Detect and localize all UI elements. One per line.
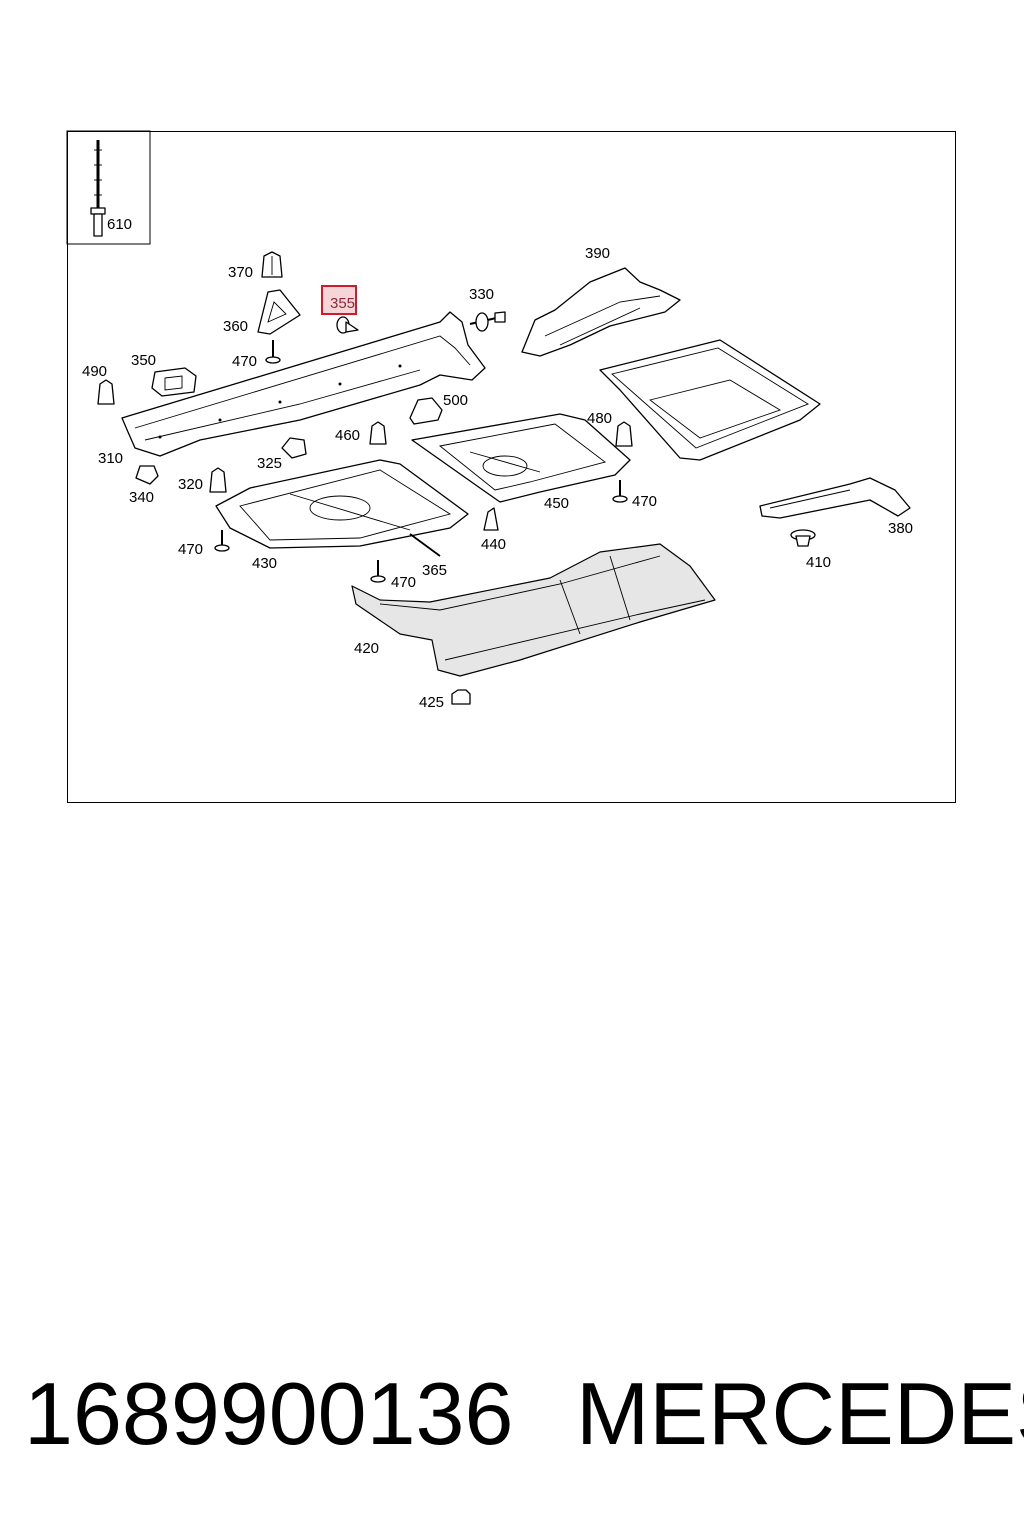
part-365-rod	[409, 533, 441, 557]
part-390-rear-panel	[521, 267, 681, 357]
label-320: 320	[178, 476, 203, 493]
label-310: 310	[98, 450, 123, 467]
label-420: 420	[354, 640, 379, 657]
label-480: 480	[587, 410, 612, 427]
part-420-underbody-panel	[351, 543, 716, 677]
label-390: 390	[585, 245, 610, 262]
part-470-screw-a	[265, 340, 281, 364]
part-310-side-panel	[121, 311, 486, 457]
label-440: 440	[481, 536, 506, 553]
label-470-d: 470	[391, 574, 416, 591]
part-325-clip	[281, 437, 307, 459]
label-370: 370	[228, 264, 253, 281]
label-470-c: 470	[178, 541, 203, 558]
label-380: 380	[888, 520, 913, 537]
part-350-block	[151, 367, 197, 397]
label-500: 500	[443, 392, 468, 409]
label-340: 340	[129, 489, 154, 506]
part-500-bracket	[409, 397, 443, 425]
label-470-b: 470	[632, 493, 657, 510]
label-410: 410	[806, 554, 831, 571]
part-410-grommet	[790, 529, 816, 547]
footer-brand: MERCEDES	[576, 1364, 1024, 1463]
label-350: 350	[131, 352, 156, 369]
label-355: 355	[330, 295, 355, 312]
part-440-bracket	[483, 507, 499, 531]
diagram-frame	[67, 131, 956, 803]
part-360-bracket	[257, 289, 301, 335]
part-460-clip	[369, 421, 387, 445]
part-370-clip	[261, 251, 283, 278]
label-365: 365	[422, 562, 447, 579]
part-340-nut	[135, 465, 159, 485]
footer-part-number: 1689900136	[24, 1364, 514, 1463]
part-320-clip	[209, 467, 227, 493]
part-470-screw-b	[612, 480, 628, 503]
label-460: 460	[335, 427, 360, 444]
label-430: 430	[252, 555, 277, 572]
part-450-floor-panel	[411, 413, 631, 503]
label-425: 425	[419, 694, 444, 711]
label-330: 330	[469, 286, 494, 303]
label-450: 450	[544, 495, 569, 512]
label-470-a: 470	[232, 353, 257, 370]
part-425-nut	[451, 689, 471, 705]
part-490-clip	[97, 379, 115, 405]
part-470-screw-d	[370, 560, 386, 583]
inset-box-610	[66, 130, 151, 245]
label-360: 360	[223, 318, 248, 335]
part-470-screw-c	[214, 530, 230, 552]
part-610-bolt	[90, 140, 106, 237]
part-380-strip	[759, 477, 911, 519]
label-490: 490	[82, 363, 107, 380]
part-480-clip	[615, 421, 633, 447]
part-spare-tray	[599, 339, 821, 461]
part-355-screw	[336, 316, 359, 334]
part-430-floor-panel	[215, 459, 469, 549]
label-610: 610	[107, 216, 132, 233]
label-325: 325	[257, 455, 282, 472]
part-330-push-clip	[469, 311, 506, 332]
highlight-box-355	[321, 285, 357, 315]
